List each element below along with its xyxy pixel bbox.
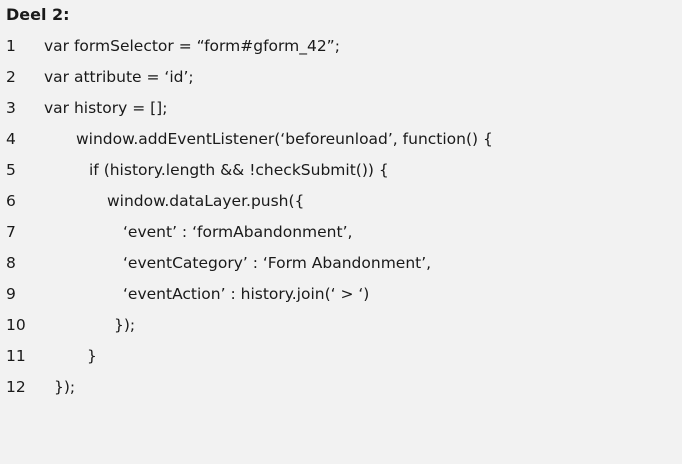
code-text: window.addEventListener(‘beforeunload’, … xyxy=(76,130,493,148)
code-text: var formSelector = “form#gform_42”; xyxy=(44,37,340,55)
code-text: } xyxy=(87,347,97,365)
code-text: ‘eventCategory’ : ‘Form Abandonment’, xyxy=(123,254,432,272)
code-line: 10 }); xyxy=(0,314,682,336)
line-number: 1 xyxy=(6,37,16,55)
line-number: 10 xyxy=(6,316,26,334)
code-line: 12 }); xyxy=(0,376,682,398)
line-number: 8 xyxy=(6,254,16,272)
line-number: 4 xyxy=(6,130,16,148)
code-text: ‘event’ : ‘formAbandonment’, xyxy=(123,223,353,241)
code-text: var history = []; xyxy=(44,99,168,117)
line-number: 7 xyxy=(6,223,16,241)
code-text: if (history.length && !checkSubmit()) { xyxy=(89,161,389,179)
line-number: 5 xyxy=(6,161,16,179)
code-text: window.dataLayer.push({ xyxy=(107,192,305,210)
section-heading: Deel 2: xyxy=(6,5,70,24)
line-number: 12 xyxy=(6,378,26,396)
line-number: 2 xyxy=(6,68,16,86)
code-line: 3 var history = []; xyxy=(0,97,682,119)
code-text: ‘eventAction’ : history.join(‘ > ‘) xyxy=(123,285,370,303)
code-text: }); xyxy=(114,316,136,334)
code-line: 11 } xyxy=(0,345,682,367)
code-line: 1 var formSelector = “form#gform_42”; xyxy=(0,35,682,57)
code-line: 6 window.dataLayer.push({ xyxy=(0,190,682,212)
code-text: }); xyxy=(54,378,76,396)
code-line: 5 if (history.length && !checkSubmit()) … xyxy=(0,159,682,181)
line-number: 6 xyxy=(6,192,16,210)
code-line: 8 ‘eventCategory’ : ‘Form Abandonment’, xyxy=(0,252,682,274)
line-number: 11 xyxy=(6,347,26,365)
line-number: 9 xyxy=(6,285,16,303)
code-line: 7 ‘event’ : ‘formAbandonment’, xyxy=(0,221,682,243)
code-line: 2 var attribute = ‘id’; xyxy=(0,66,682,88)
code-document: Deel 2: 1 var formSelector = “form#gform… xyxy=(0,5,682,398)
line-number: 3 xyxy=(6,99,16,117)
code-line: 4 window.addEventListener(‘beforeunload’… xyxy=(0,128,682,150)
code-text: var attribute = ‘id’; xyxy=(44,68,194,86)
code-line: 9 ‘eventAction’ : history.join(‘ > ‘) xyxy=(0,283,682,305)
